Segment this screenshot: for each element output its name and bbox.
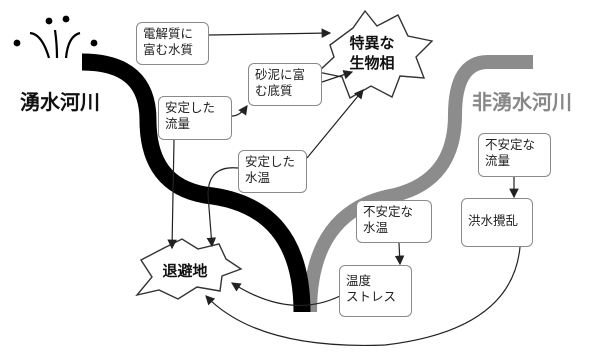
refuge-label: 退避地 bbox=[162, 262, 208, 280]
arrow-sandy-mud-to-biota bbox=[321, 70, 354, 83]
spring-river-label: 湧水河川 bbox=[20, 90, 100, 114]
arrow-stress-to-refuge bbox=[230, 282, 341, 306]
arrow-flood-to-refuge bbox=[205, 246, 521, 347]
stable-temp-box: 安定した 水温 bbox=[238, 150, 307, 193]
sandy-mud-box: 砂泥に富 む底質 bbox=[248, 63, 322, 106]
stable-flow-box: 安定した 流量 bbox=[158, 96, 232, 140]
spring-icon bbox=[13, 15, 98, 59]
arrow-stable-temp-to-refuge bbox=[206, 167, 239, 248]
arrow-stable-flow-to-refuge bbox=[167, 139, 177, 250]
electrolyte-water-box: 電解質に 富む水質 bbox=[136, 22, 209, 65]
refuge-star bbox=[135, 238, 243, 300]
arrow-unstable-temp-to-stress bbox=[394, 242, 405, 266]
non-spring-river-stream bbox=[303, 55, 533, 313]
non-spring-river-label: 非湧水河川 bbox=[472, 90, 572, 114]
unstable-flow-box: 不安定な 流量 bbox=[478, 133, 551, 177]
arrow-stable-flow-to-sandy-mud bbox=[231, 105, 248, 117]
unique-biota-label: 特異な 生物相 bbox=[349, 34, 395, 72]
spring-river-stream bbox=[81, 53, 311, 313]
flood-disturbance-box: 洪水攪乱 bbox=[461, 198, 533, 247]
unstable-temp-box: 不安定な 水温 bbox=[356, 200, 432, 243]
temperature-stress-box: 温度 ストレス bbox=[339, 265, 412, 317]
arrow-stable-temp-to-biota bbox=[306, 89, 364, 159]
arrow-electrolyte-to-biota bbox=[208, 28, 332, 38]
